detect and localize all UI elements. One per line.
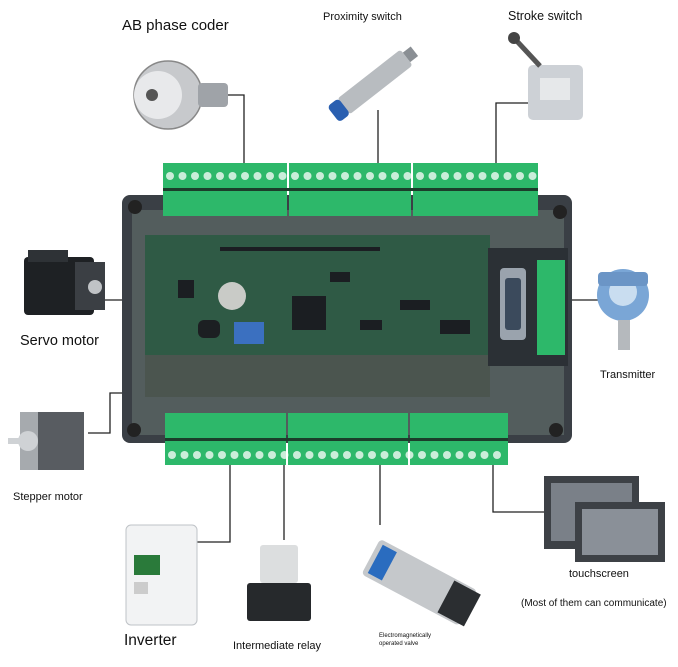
- line-touchscreen: [492, 465, 545, 513]
- plc-controller-icon: [122, 195, 572, 443]
- terminal-screw: [493, 451, 501, 459]
- line-stepper: [88, 392, 124, 434]
- terminal-screw: [266, 172, 274, 180]
- terminal-screw: [468, 451, 476, 459]
- terminal-screw: [441, 172, 449, 180]
- label-servo-motor: Servo motor: [20, 333, 99, 349]
- terminal-screw: [303, 172, 312, 180]
- label-intermediate-relay: Intermediate relay: [233, 640, 322, 652]
- terminal-screw: [366, 172, 374, 180]
- terminal-screw: [403, 172, 412, 180]
- terminal-screw: [218, 451, 226, 459]
- terminal-screw: [316, 172, 324, 180]
- terminal-screw: [216, 172, 224, 180]
- label-touchscreen: touchscreen: [569, 568, 629, 580]
- label-transmitter: Transmitter: [600, 369, 656, 381]
- terminal-screw: [168, 451, 176, 459]
- line-stroke: [495, 102, 540, 165]
- terminal-screw: [230, 451, 239, 459]
- solenoid-valve-icon: [362, 540, 481, 627]
- terminal-screw: [341, 172, 349, 180]
- terminal-screw: [503, 172, 512, 180]
- terminal-screw: [455, 451, 464, 459]
- terminal-screw: [228, 172, 237, 180]
- terminal-screw: [280, 451, 289, 459]
- relay-icon: [247, 545, 311, 621]
- label-communicate-note: (Most of them can communicate): [521, 598, 667, 609]
- terminal-screw: [480, 451, 489, 459]
- terminal-screw: [305, 451, 314, 459]
- terminal-screw: [378, 172, 387, 180]
- terminal-screw: [253, 172, 262, 180]
- label-stroke-switch: Stroke switch: [508, 9, 583, 23]
- label-valve-line1: Electromagnetically: [379, 633, 432, 639]
- inverter-icon: [125, 524, 198, 626]
- terminal-screw: [391, 172, 399, 180]
- terminal-screw: [528, 172, 537, 180]
- terminal-screw: [243, 451, 251, 459]
- terminal-screw: [178, 172, 187, 180]
- terminal-screw: [380, 451, 389, 459]
- terminal-screw: [368, 451, 376, 459]
- terminal-screw: [428, 172, 437, 180]
- terminal-screw: [343, 451, 351, 459]
- top-terminal-blocks: [163, 163, 538, 216]
- terminal-screw: [291, 172, 299, 180]
- terminal-screw: [453, 172, 462, 180]
- terminal-screw: [466, 172, 474, 180]
- terminal-screw: [180, 451, 189, 459]
- terminal-screw: [193, 451, 201, 459]
- encoder-icon: [133, 60, 228, 130]
- bottom-terminal-blocks: [165, 413, 508, 465]
- terminal-screw: [478, 172, 487, 180]
- terminal-screw: [491, 172, 499, 180]
- label-ab-phase-coder: AB phase coder: [122, 17, 229, 34]
- terminal-screw: [203, 172, 212, 180]
- terminal-screw: [416, 172, 424, 180]
- proximity-switch-icon: [328, 46, 419, 121]
- label-inverter: Inverter: [124, 632, 177, 649]
- stepper-motor-icon: [8, 412, 84, 470]
- stroke-switch-icon: [508, 32, 583, 120]
- line-encoder: [228, 94, 245, 165]
- label-stepper-motor: Stepper motor: [13, 491, 83, 503]
- terminal-screw: [355, 451, 364, 459]
- terminal-screw: [330, 451, 339, 459]
- label-valve-line2: operated valve: [379, 641, 419, 647]
- transmitter-icon: [597, 269, 649, 350]
- connector-lines: [88, 94, 598, 543]
- terminal-screw: [293, 451, 301, 459]
- terminal-screw: [430, 451, 439, 459]
- terminal-screw: [255, 451, 264, 459]
- servo-motor-icon: [24, 250, 105, 315]
- terminal-screw: [418, 451, 426, 459]
- terminal-screw: [241, 172, 249, 180]
- terminal-screw: [191, 172, 199, 180]
- line-inverter: [197, 465, 231, 543]
- terminal-screw: [393, 451, 401, 459]
- terminal-screw: [278, 172, 287, 180]
- terminal-screw: [353, 172, 362, 180]
- terminal-screw: [405, 451, 414, 459]
- terminal-screw: [205, 451, 214, 459]
- label-proximity-switch: Proximity switch: [323, 11, 402, 23]
- terminal-screw: [443, 451, 451, 459]
- terminal-screw: [328, 172, 337, 180]
- terminal-screw: [166, 172, 174, 180]
- touchscreen-icon: [544, 476, 665, 562]
- terminal-screw: [318, 451, 326, 459]
- terminal-screw: [516, 172, 524, 180]
- terminal-screw: [268, 451, 276, 459]
